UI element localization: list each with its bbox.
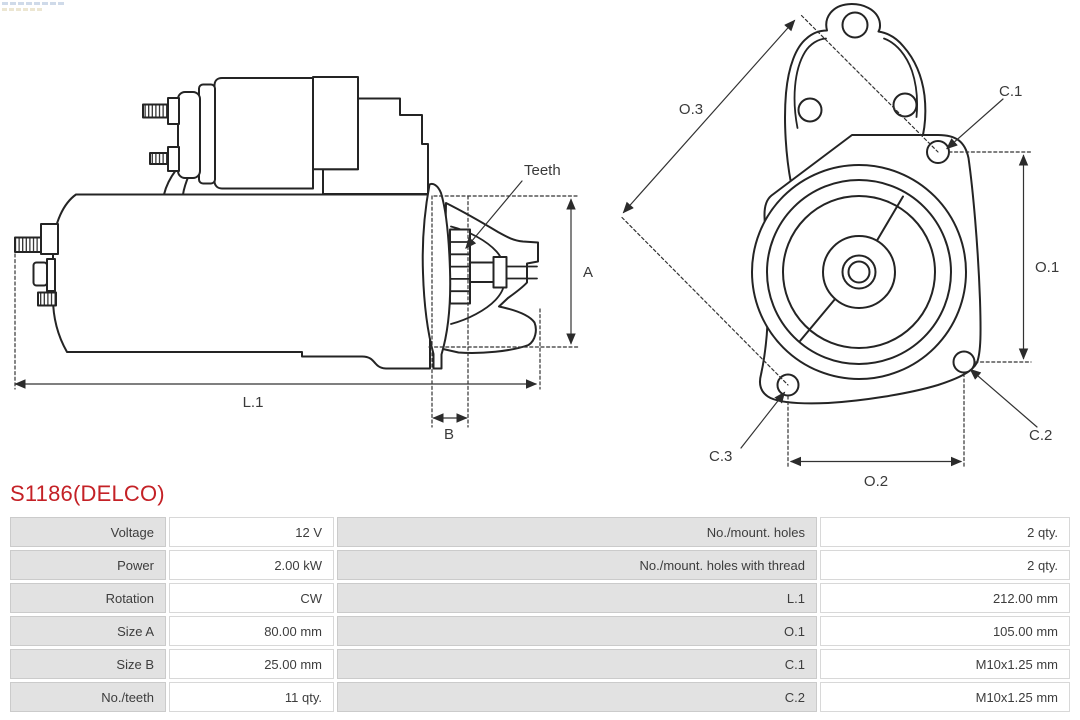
spec-value: 105.00 mm [820, 616, 1070, 646]
mounting-flange-face [421, 182, 452, 370]
label-o2: O.2 [864, 473, 888, 490]
solenoid-terminal-plate-lower [167, 146, 180, 172]
pinion-teeth-lines [449, 241, 471, 293]
faded-logo-watermark [2, 2, 72, 16]
label-o3: O.3 [679, 101, 703, 118]
specifications-table: Voltage 12 V No./mount. holes 2 qty. Pow… [10, 517, 1070, 712]
spec-label: L.1 [337, 583, 817, 613]
part-number-title: S1186(DELCO) [10, 481, 165, 506]
c2-leader-line [969, 368, 1038, 428]
solenoid-ring [198, 83, 216, 185]
c1-leader-line [946, 98, 1004, 150]
spec-value: 80.00 mm [169, 616, 334, 646]
spec-value: 11 qty. [169, 682, 334, 712]
front-view: O.3 C.1 O.1 C.3 C.2 O.2 [621, 3, 1059, 490]
spec-label: Size A [10, 616, 166, 646]
left-terminal-block [40, 223, 59, 255]
spec-value: CW [169, 583, 334, 613]
spec-label: C.2 [337, 682, 817, 712]
label-c2: C.2 [1029, 427, 1052, 444]
solenoid-terminal-bolt-upper [142, 103, 169, 119]
teeth-leader-line [465, 180, 523, 249]
label-a: A [583, 264, 593, 281]
solenoid-cylinder [213, 77, 314, 190]
mount-hole-c2 [952, 350, 976, 374]
solenoid-end-cap [177, 91, 201, 179]
spec-label: Power [10, 550, 166, 580]
c3-leader-line [740, 391, 786, 449]
nose-bore-lines [505, 265, 538, 280]
label-b: B [444, 426, 454, 443]
label-l1: L.1 [243, 394, 264, 411]
spec-label: No./teeth [10, 682, 166, 712]
solenoid-right-section [312, 76, 359, 171]
bell-right-hole [892, 92, 918, 118]
label-c1: C.1 [999, 83, 1022, 100]
spec-value: 212.00 mm [820, 583, 1070, 613]
pinion-shaft [469, 261, 495, 283]
side-dimension-lines [14, 180, 579, 428]
label-c3: C.3 [709, 448, 732, 465]
spec-label: C.1 [337, 649, 817, 679]
dim-arrow-O3 [622, 19, 796, 214]
side-view: Teeth A L.1 B [14, 76, 593, 443]
hub-shaft-hole [847, 260, 871, 284]
inner-ring [782, 195, 936, 349]
spec-label: Rotation [10, 583, 166, 613]
solenoid-terminal-plate-upper [167, 97, 180, 125]
left-lower-terminal-cap [46, 258, 56, 292]
spec-value: 2 qty. [820, 550, 1070, 580]
left-terminal-bolt [14, 236, 42, 253]
left-lower-bolt [37, 291, 57, 307]
spec-value: 12 V [169, 517, 334, 547]
spec-value: M10x1.25 mm [820, 649, 1070, 679]
bell-top-hole [841, 11, 869, 39]
spoke-lines [799, 195, 904, 342]
spec-label: No./mount. holes with thread [337, 550, 817, 580]
mid-ring [766, 179, 952, 365]
spec-label: No./mount. holes [337, 517, 817, 547]
solenoid-terminal-bolt-lower [149, 152, 169, 165]
spec-value: M10x1.25 mm [820, 682, 1070, 712]
spec-value: 25.00 mm [169, 649, 334, 679]
shaft-end-cap [492, 256, 508, 289]
bell-left-hole [797, 97, 823, 123]
left-lower-terminal [32, 261, 48, 287]
spec-value: 2 qty. [820, 517, 1070, 547]
starter-motor-technical-drawing: Teeth A L.1 B [14, 3, 1059, 490]
label-o1: O.1 [1035, 259, 1059, 276]
spec-label: Voltage [10, 517, 166, 547]
spec-label: O.1 [337, 616, 817, 646]
spec-value: 2.00 kW [169, 550, 334, 580]
spec-label: Size B [10, 649, 166, 679]
label-teeth: Teeth [524, 162, 561, 179]
front-dimension-lines [621, 14, 1038, 468]
motor-body [52, 193, 431, 370]
